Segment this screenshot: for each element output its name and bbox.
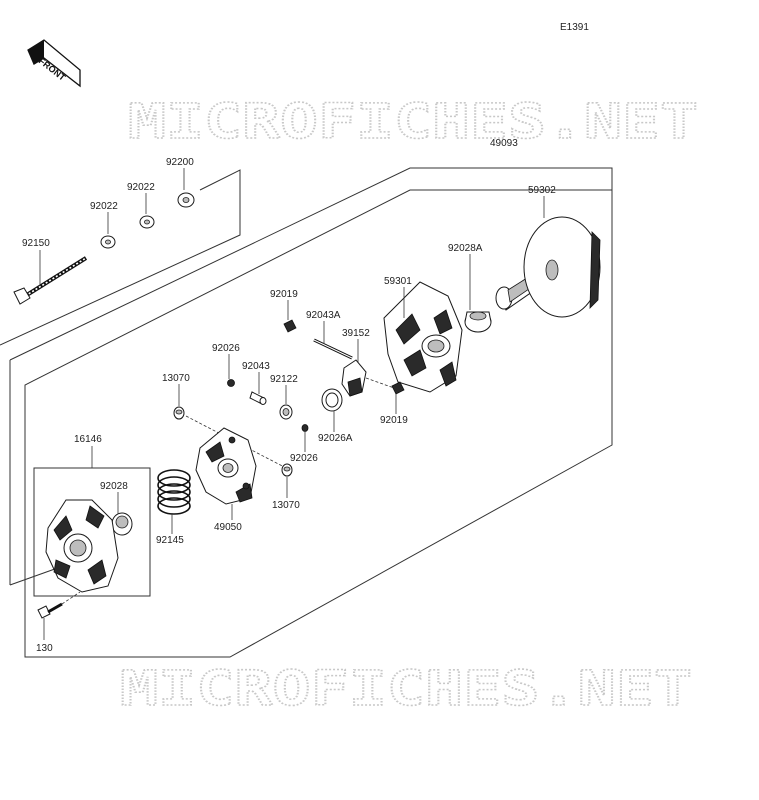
movable-sheave-59301: [383, 281, 463, 393]
watermark-top: MICROFICHES.NET: [128, 94, 698, 150]
label-13070-lower: 13070: [272, 500, 300, 511]
fixed-sheave-59302: [495, 216, 601, 318]
washer-92026-upper: [227, 379, 235, 387]
bushing-92028A: [464, 311, 492, 333]
label-92043: 92043: [242, 361, 270, 372]
nut-92019-lower: [391, 381, 405, 395]
label-92019-upper: 92019: [270, 289, 298, 300]
label-49050: 49050: [214, 522, 242, 533]
label-92043A: 92043A: [306, 310, 341, 321]
label-130: 130: [36, 643, 53, 654]
label-92028: 92028: [100, 481, 128, 492]
label-92026A: 92026A: [318, 433, 353, 444]
label-13070-upper: 13070: [162, 373, 190, 384]
pin-92043: [249, 391, 267, 405]
label-59302: 59302: [528, 185, 556, 196]
label-92022-a: 92022: [90, 201, 118, 212]
bolt-130: [37, 602, 63, 619]
label-92200: 92200: [166, 157, 194, 168]
label-92026-upper: 92026: [212, 343, 240, 354]
label-16146: 16146: [74, 434, 102, 445]
front-arrow-icon: FRONT: [27, 39, 81, 88]
label-92028A: 92028A: [448, 243, 483, 254]
label-92022-b: 92022: [127, 182, 155, 193]
washer-92026-lower: [301, 424, 309, 432]
collar-92122: [279, 404, 293, 420]
label-92019-lower: 92019: [380, 415, 408, 426]
washer-92026A: [321, 388, 343, 412]
label-59301: 59301: [384, 276, 412, 287]
bolt-92150: [13, 256, 88, 305]
nut-92019-upper: [283, 319, 297, 333]
bushing-92028: [111, 512, 133, 536]
assembly-frame-49093: [9, 167, 613, 658]
label-49093: 49093: [490, 138, 518, 149]
pin-92043A: [313, 338, 353, 360]
spider-49050: [195, 427, 257, 505]
label-92145: 92145: [156, 535, 184, 546]
label-92026-lower: 92026: [290, 453, 318, 464]
roller-13070-upper: [173, 406, 185, 420]
cover-16146: [45, 499, 119, 593]
washer-92022-b: [139, 215, 155, 229]
washer-92200: [177, 192, 195, 208]
washer-92022-a: [100, 235, 116, 249]
label-39152: 39152: [342, 328, 370, 339]
bolt-group-frame: [0, 169, 241, 346]
label-92122: 92122: [270, 374, 298, 385]
roller-13070-lower: [281, 463, 293, 477]
label-92150: 92150: [22, 238, 50, 249]
watermark-bottom: MICROFICHES.NET: [120, 661, 692, 717]
weight-39152: [341, 359, 367, 397]
spring-92145: [157, 469, 191, 515]
diagram-code: E1391: [560, 22, 589, 33]
